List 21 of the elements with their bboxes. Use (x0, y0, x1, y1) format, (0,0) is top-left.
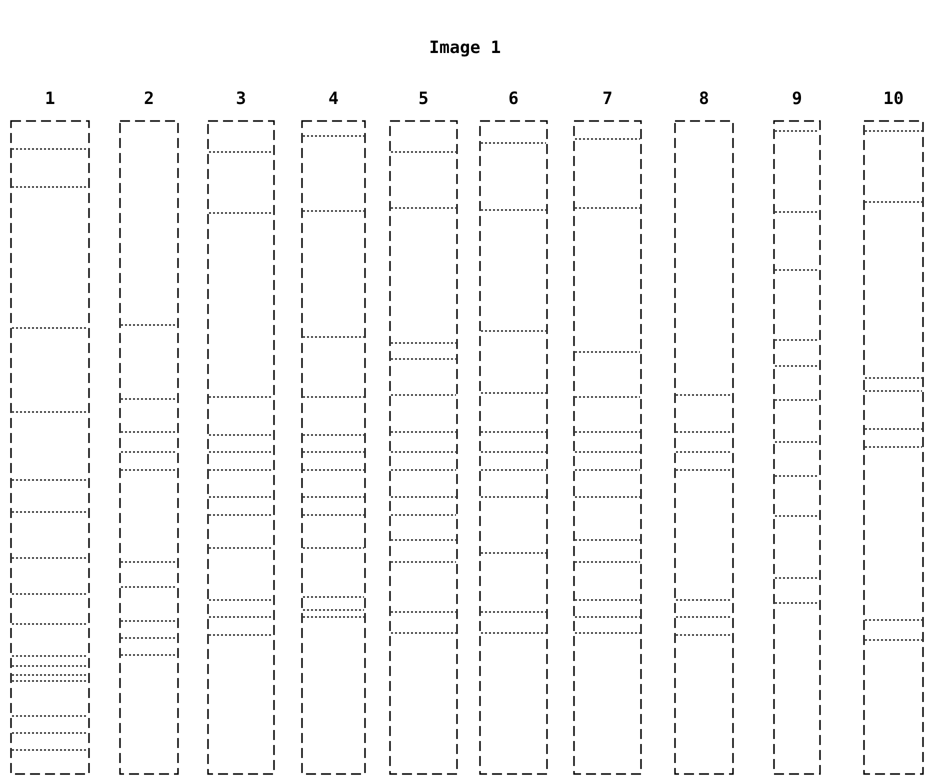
title: Image 1 (428, 37, 502, 60)
gel-lane (674, 120, 734, 775)
gel-lane (863, 120, 924, 775)
lane-number: 2 (142, 88, 156, 110)
lane-number: 3 (234, 88, 248, 110)
lane-number: 8 (698, 88, 710, 110)
gel-lane (573, 120, 642, 775)
gel-lane (10, 120, 90, 775)
lane-number: 10 (882, 88, 905, 110)
gel-lane (479, 120, 548, 775)
gel-lane (301, 120, 366, 775)
lane-number: 6 (507, 88, 520, 110)
gel-lane (207, 120, 275, 775)
gel-lane (389, 120, 458, 775)
lane-number: 7 (601, 88, 614, 110)
lane-number: 9 (790, 88, 804, 110)
lane-number: 4 (327, 88, 340, 110)
gel-lane (119, 120, 179, 775)
gel-lane (773, 120, 821, 775)
lane-number: 5 (417, 88, 430, 110)
lane-number: 1 (44, 88, 56, 110)
